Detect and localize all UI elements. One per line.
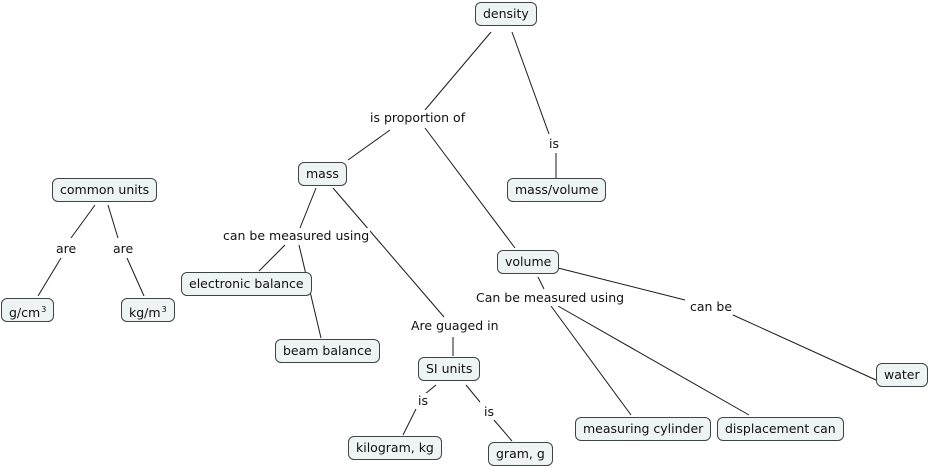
concept-mass-volume[interactable]: mass/volume [507, 178, 607, 202]
link-label-is: is [548, 136, 560, 152]
link-label-is: is [417, 393, 429, 409]
concept-water[interactable]: water [876, 363, 928, 387]
connector-line [402, 408, 417, 436]
connector-line [511, 31, 550, 135]
link-label-is: is [483, 404, 495, 420]
concept-gram[interactable]: gram, g [488, 442, 553, 466]
concept-beam-balance[interactable]: beam balance [275, 339, 380, 363]
connector-line [424, 31, 492, 111]
concept-displacement-can[interactable]: displacement can [717, 417, 844, 441]
connector-line [557, 305, 750, 416]
link-label-can-be: can be [689, 299, 734, 315]
connector-line [347, 129, 391, 161]
concept-volume[interactable]: volume [497, 250, 560, 274]
concept-common-units[interactable]: common units [52, 178, 158, 202]
connector-line [550, 305, 632, 416]
concept-electronic-balance[interactable]: electronic balance [181, 272, 312, 296]
connector-line [465, 384, 481, 403]
concept-kilogram[interactable]: kilogram, kg [348, 436, 442, 460]
link-label-volume-can-be-measured-using: Can be measured using [475, 290, 626, 306]
connector-line [493, 419, 513, 442]
link-label-can-be-measured-using: can be measured using [222, 228, 371, 244]
concept-density[interactable]: density [475, 2, 537, 26]
connector-line [424, 127, 516, 249]
connector-line [299, 187, 317, 229]
concept-si-units[interactable]: SI units [418, 357, 481, 381]
connector-line [107, 204, 119, 239]
link-label-is-proportion-of: is proportion of [369, 110, 467, 126]
connector-line [37, 257, 62, 297]
connector-line [258, 244, 286, 272]
connector-line [557, 267, 686, 301]
connector-line [126, 257, 145, 297]
link-label-are: are [55, 241, 78, 257]
link-label-are: are [112, 241, 135, 257]
link-label-are-guaged-in: Are guaged in [410, 318, 500, 334]
concept-kg-per-m3[interactable]: kg/m3 [121, 298, 175, 322]
connector-line [732, 314, 877, 381]
connector-line [537, 276, 545, 290]
connector-line [332, 187, 445, 318]
connector-line [424, 384, 437, 395]
connector-line [70, 204, 96, 239]
concept-measuring-cylinder[interactable]: measuring cylinder [575, 417, 712, 441]
concept-g-per-cm3[interactable]: g/cm3 [1, 298, 55, 322]
concept-mass[interactable]: mass [298, 162, 347, 186]
